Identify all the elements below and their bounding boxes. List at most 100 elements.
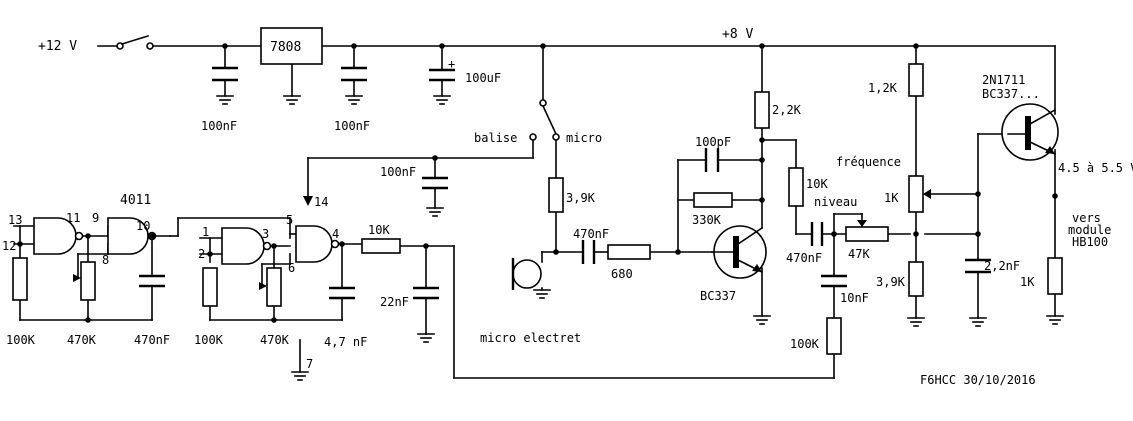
cap-label: 100uF [465, 71, 501, 85]
wiper-arrow-icon [259, 282, 267, 290]
resistor-10k [788, 167, 804, 207]
resistor-label: 100K [194, 333, 224, 347]
ground-icon [433, 95, 451, 105]
resistor-label: 3,9K [566, 191, 596, 205]
transistor-collector [736, 226, 764, 246]
cap-label: 22nF [380, 295, 409, 309]
resistor-label: 2,2K [772, 103, 802, 117]
selector-lever [541, 104, 558, 136]
cap-label: 100nF [201, 119, 237, 133]
ground-icon [1046, 315, 1064, 325]
pin-label: 3 [262, 227, 269, 241]
cap-label: 100pF [695, 135, 731, 149]
pin14-arrow-icon [303, 196, 313, 206]
emitter-arrow-icon [752, 264, 762, 272]
pin-label: 10 [136, 219, 150, 233]
cap-label: 470nF [786, 251, 822, 265]
wiper-arrow-icon [73, 274, 81, 282]
ground-icon [345, 95, 363, 105]
switch-contact [146, 42, 154, 50]
level-label: niveau [814, 195, 857, 209]
selector-common [539, 99, 547, 107]
signature: F6HCC 30/10/2016 [920, 373, 1036, 387]
dest-label: HB100 [1072, 235, 1108, 249]
resistor-2-2k [754, 91, 770, 129]
switch-label-micro: micro [566, 131, 602, 145]
nand-gate-4 [295, 225, 333, 263]
resistor-label: 3,9K [876, 275, 906, 289]
ground-icon [216, 95, 234, 105]
resistor-3-9k-bottom [908, 261, 924, 297]
dest-label: module [1068, 223, 1111, 237]
transistor-label: BC337... [982, 87, 1040, 101]
resistor-label: 680 [611, 267, 633, 281]
resistor-label: 100K [790, 337, 820, 351]
resistor-3-9k [548, 177, 564, 213]
resistor-1-2k [908, 63, 924, 97]
ground-icon [426, 207, 444, 217]
wires [13, 45, 1056, 379]
potentiometer-47k [845, 226, 889, 242]
labels: +12 V +8 V 7808 100nF 100nF 100uF + 100n… [2, 27, 1133, 387]
nand-gate-2 [107, 217, 149, 255]
potentiometer-470k-osc2 [266, 267, 282, 307]
power-switch [121, 35, 149, 45]
grounds [216, 95, 1064, 381]
microphone-icon [512, 259, 542, 289]
resistor-label: 10K [368, 223, 390, 237]
nand-gate-3 [221, 227, 265, 265]
ground-icon [291, 371, 309, 381]
cap-label: 4,7 nF [324, 335, 367, 349]
transistor-label: 2N1711 [982, 73, 1025, 87]
polarity-label: + [448, 57, 455, 71]
ground-icon [283, 95, 301, 105]
resistor-label: 1K [884, 191, 899, 205]
ic-name: 4011 [120, 193, 151, 208]
pin-label: 13 [8, 213, 22, 227]
transistor-collector [1028, 108, 1057, 126]
cap-label: 10nF [840, 291, 869, 305]
resistor-label: 1K [1020, 275, 1035, 289]
potentiometer-470k-osc1 [80, 261, 96, 301]
pin-label: 12 [2, 239, 16, 253]
ground-icon [753, 315, 771, 325]
pin-label: 1 [202, 225, 209, 239]
pin-label: 2 [198, 247, 205, 261]
dest-label: vers [1072, 211, 1101, 225]
inverter-bubble [262, 241, 272, 251]
resistor-100k-osc1 [12, 257, 28, 301]
pin-label: 7 [306, 357, 313, 371]
pin-label: 8 [102, 253, 109, 267]
resistor-1k-load [1047, 257, 1063, 295]
resistor-10k-filter [361, 238, 401, 254]
pin-label: 5 [286, 213, 293, 227]
selector-contact-micro [552, 133, 560, 141]
ground-icon [417, 333, 435, 343]
pin-label: 6 [288, 261, 295, 275]
components [12, 27, 1063, 355]
pin-label: 14 [314, 195, 328, 209]
resistor-label: 470K [67, 333, 97, 347]
mic-label: micro electret [480, 331, 581, 345]
resistor-label: 47K [848, 247, 870, 261]
pin-label: 11 [66, 211, 80, 225]
wiper-arrow-icon [923, 189, 931, 199]
cap-label: 2,2nF [984, 259, 1020, 273]
resistor-label: 470K [260, 333, 290, 347]
transistor-label: BC337 [700, 289, 736, 303]
inverter-bubble [74, 231, 84, 241]
rail-label: +8 V [722, 27, 753, 42]
potentiometer-1k [908, 175, 924, 213]
resistor-label: 1,2K [868, 81, 898, 95]
out-voltage-label: 4.5 à 5.5 V [1058, 161, 1133, 175]
resistor-330k [693, 192, 733, 208]
ground-icon [533, 287, 551, 299]
ground-icon [907, 317, 925, 327]
resistor-100k-osc2 [202, 267, 218, 307]
cap-label: 470nF [573, 227, 609, 241]
pin-label: 9 [92, 211, 99, 225]
inverter-bubble [330, 239, 340, 249]
supply-in-label: +12 V [38, 39, 77, 54]
